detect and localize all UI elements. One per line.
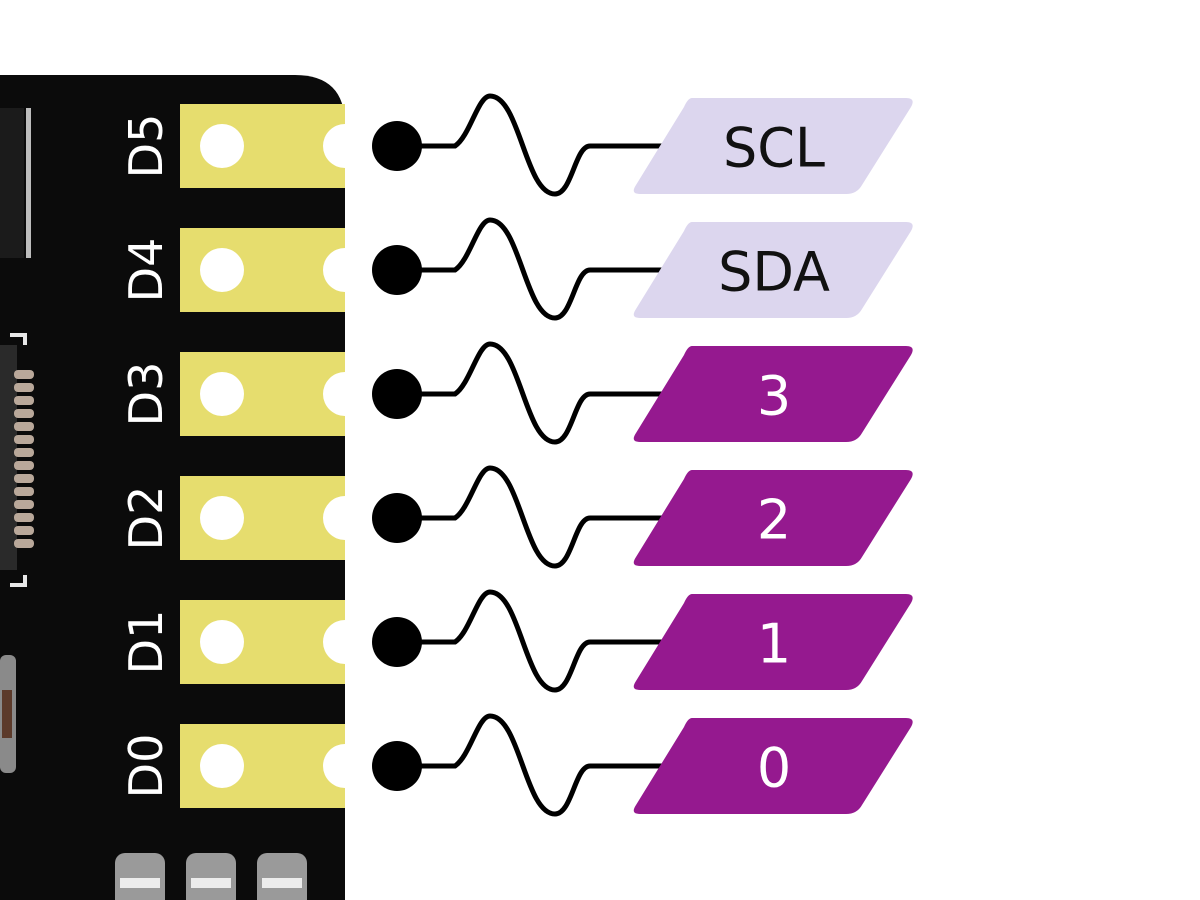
contact-pin: [14, 513, 34, 522]
pin-label-d4: D4: [119, 238, 173, 303]
contact-pin: [14, 370, 34, 379]
tag-shape: [633, 718, 913, 814]
contact-pin: [14, 526, 34, 535]
contact-pin: [14, 539, 34, 548]
contact-pin: [14, 409, 34, 418]
connector-d1: [372, 589, 668, 693]
connector-wire: [397, 589, 668, 693]
contact-pin: [14, 396, 34, 405]
smd-component: [0, 655, 16, 773]
contact-pin: [14, 500, 34, 509]
connector-component: [0, 333, 34, 587]
connector-wire: [397, 713, 668, 817]
connector-d0: [372, 713, 668, 817]
pad-d1: [180, 598, 375, 686]
pin-label-d1: D1: [119, 610, 173, 675]
connector-d4: [372, 217, 668, 321]
pad-d5: [180, 102, 375, 190]
tag-label: 0: [757, 737, 791, 800]
contact-pin: [14, 435, 34, 444]
tag-3: 3: [633, 346, 913, 442]
contact-pin: [14, 383, 34, 392]
tag-shape: [633, 98, 913, 194]
pin-label-d2: D2: [119, 486, 173, 551]
tag-sda: SDA: [633, 222, 913, 318]
contact-pin: [14, 487, 34, 496]
tag-shape: [633, 346, 913, 442]
tag-label: SDA: [718, 241, 830, 304]
pin-tags: SCL SDA 3 2 1 0: [633, 98, 913, 814]
connector-d3: [372, 341, 668, 445]
tag-label: SCL: [723, 117, 825, 180]
tag-2: 2: [633, 470, 913, 566]
contact-pin: [14, 461, 34, 470]
pin-label-d0: D0: [119, 734, 173, 799]
tag-shape: [633, 594, 913, 690]
tag-shape: [633, 470, 913, 566]
pin-label-d3: D3: [119, 362, 173, 427]
tag-label: 2: [757, 489, 791, 552]
tag-label: 1: [757, 613, 791, 676]
pad-d3: [180, 350, 375, 438]
pin-pads: [180, 102, 375, 810]
pad-d4: [180, 226, 375, 314]
connector-contacts: [14, 370, 34, 548]
tag-scl: SCL: [633, 98, 913, 194]
contact-pin: [14, 448, 34, 457]
tag-shape: [633, 222, 913, 318]
tag-label: 3: [757, 365, 791, 428]
chip-component: [0, 108, 31, 258]
pin-label-d5: D5: [119, 114, 173, 179]
connector-wire: [397, 217, 668, 321]
contact-pin: [14, 474, 34, 483]
contact-pin: [14, 422, 34, 431]
pin-connectors: [372, 93, 668, 817]
connector-d5: [372, 93, 668, 197]
connector-wire: [397, 341, 668, 445]
connector-wire: [397, 465, 668, 569]
bottom-pads: [115, 853, 307, 900]
pad-d0: [180, 722, 375, 810]
connector-wire: [397, 93, 668, 197]
tag-0: 0: [633, 718, 913, 814]
connector-d2: [372, 465, 668, 569]
tag-1: 1: [633, 594, 913, 690]
pad-d2: [180, 474, 375, 562]
